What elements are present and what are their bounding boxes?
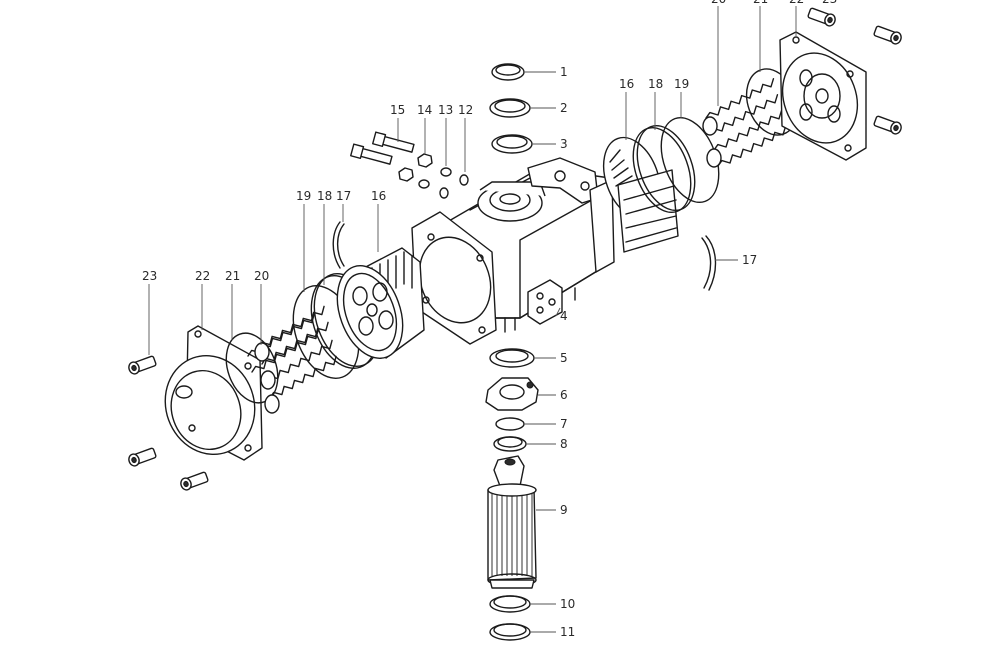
- label-part-22-right: 22: [789, 0, 804, 6]
- label-part-16-left: 16: [371, 189, 386, 203]
- label-part-23-right: 23: [822, 0, 837, 6]
- label-part-9: 9: [560, 503, 568, 517]
- label-part-5: 5: [560, 351, 568, 365]
- label-part-18-left: 18: [317, 189, 332, 203]
- label-part-21-right: 21: [753, 0, 768, 6]
- top-rings: [489, 63, 533, 154]
- label-part-8: 8: [560, 437, 568, 451]
- label-part-15: 15: [390, 103, 405, 117]
- label-part-7: 7: [560, 417, 568, 431]
- label-part-20-right: 20: [711, 0, 726, 6]
- label-part-20-left: 20: [254, 269, 269, 283]
- label-part-11: 11: [560, 625, 575, 639]
- fasteners: [126, 6, 904, 493]
- label-part-4: 4: [560, 309, 568, 323]
- label-part-14: 14: [417, 103, 432, 117]
- label-part-3: 3: [560, 137, 568, 151]
- label-part-22-left: 22: [195, 269, 210, 283]
- label-part-18-right: 18: [648, 77, 663, 91]
- label-part-19-left: 19: [296, 189, 311, 203]
- label-part-2: 2: [560, 101, 568, 115]
- bottom-bracket: [527, 279, 563, 325]
- label-part-17-left: 17: [336, 189, 351, 203]
- actuator-body: [411, 157, 615, 345]
- label-part-19-right: 19: [674, 77, 689, 91]
- label-part-21-left: 21: [225, 269, 240, 283]
- left-end-cap-assembly: [164, 221, 425, 461]
- label-part-10: 10: [560, 597, 575, 611]
- label-part-1: 1: [560, 65, 568, 79]
- part-labels: 1 2 3 4 5 6 7 8 9 10 11 12 13 14 15 16 1…: [142, 0, 837, 639]
- label-part-12: 12: [458, 103, 473, 117]
- label-part-16-right: 16: [619, 77, 634, 91]
- bottom-stack: [485, 348, 539, 641]
- leader-lines: [148, 6, 797, 633]
- label-part-6: 6: [560, 388, 568, 402]
- label-part-13: 13: [438, 103, 453, 117]
- right-end-cap-assembly: [602, 31, 867, 291]
- label-part-23-left: 23: [142, 269, 157, 283]
- label-part-17-right: 17: [742, 253, 757, 267]
